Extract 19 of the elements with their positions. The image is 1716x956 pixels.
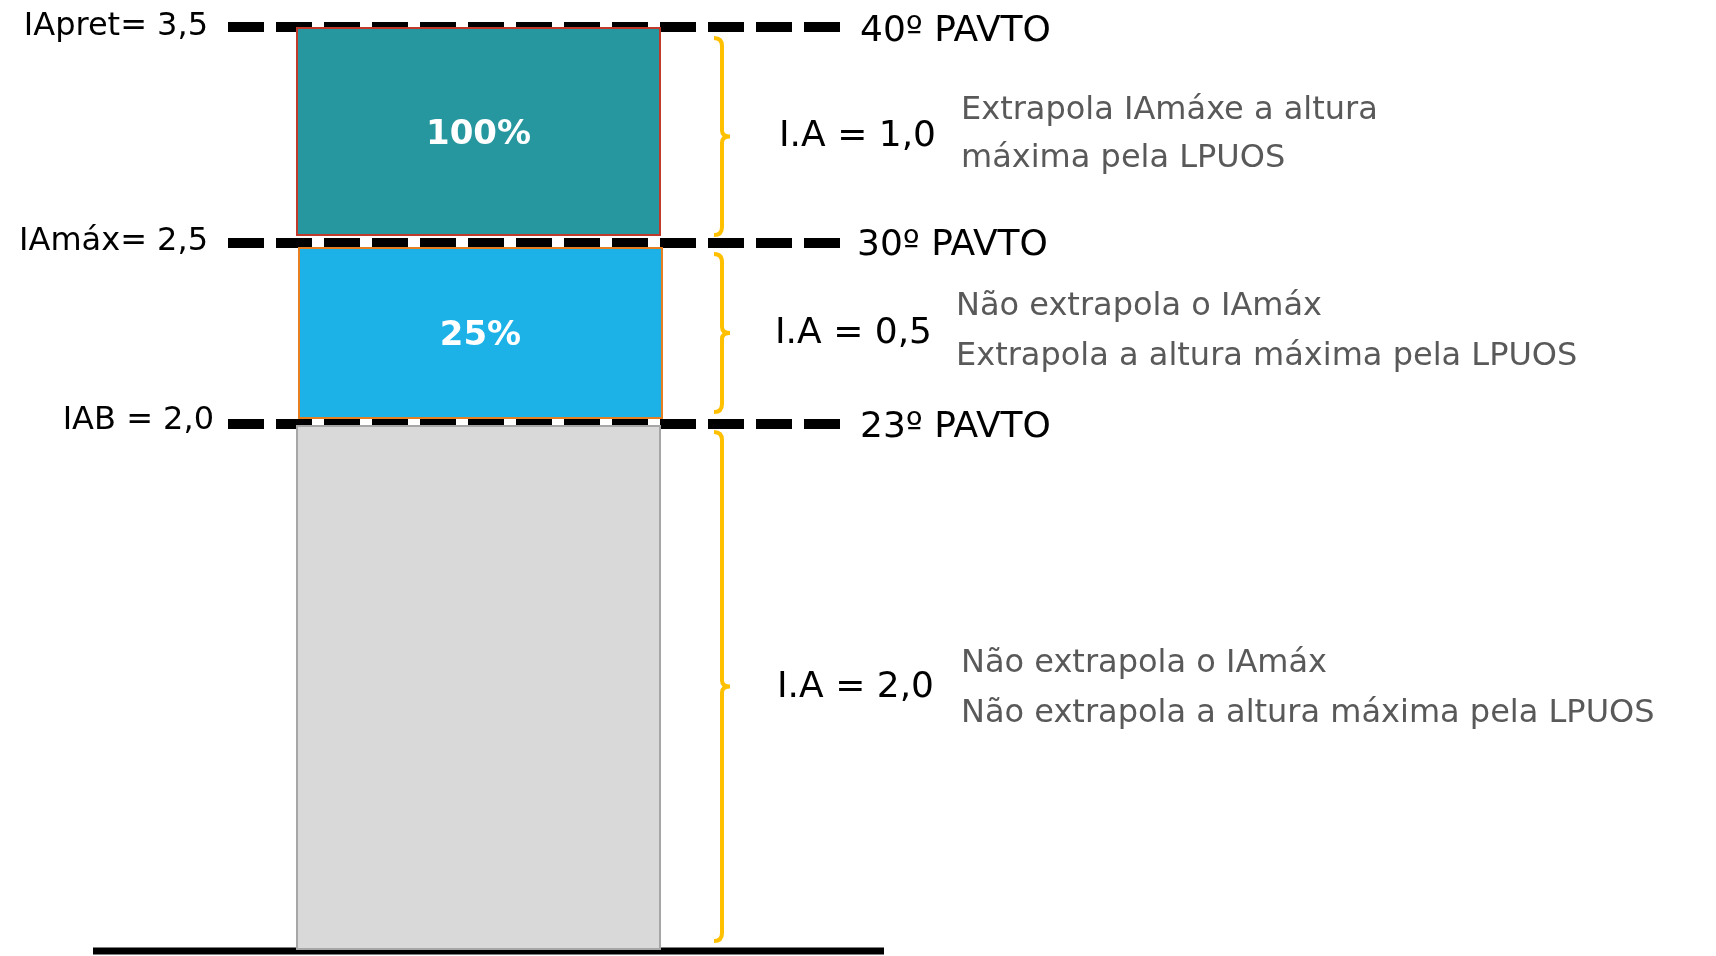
level-index-label: IAmáx= 2,5: [19, 219, 208, 258]
index-value-label: I.A = 0,5: [775, 310, 932, 352]
percentage-label: 100%: [425, 111, 531, 152]
index-value-label: I.A = 1,0: [779, 113, 936, 155]
floor-label: 23º PAVTO: [860, 404, 1051, 446]
floor-block: [298, 247, 663, 419]
index-value-label: I.A = 2,0: [777, 664, 934, 706]
level-index-label: IApret= 3,5: [23, 4, 208, 43]
description-text: Não extrapola o IAmáx: [956, 284, 1323, 323]
description-text: Extrapola a altura máxima pela LPUOS: [956, 334, 1578, 373]
floor-block: [296, 425, 661, 950]
level-index-label: IAB = 2,0: [62, 398, 214, 437]
percentage-label: 25%: [439, 313, 522, 353]
floor-label: 30º PAVTO: [857, 222, 1048, 264]
description-text: Não extrapola o IAmáx: [961, 641, 1328, 680]
floor-label: 40º PAVTO: [860, 8, 1051, 50]
description-text: Não extrapola a altura máxima pela LPUOS: [961, 691, 1655, 730]
floor-block: [296, 27, 661, 236]
description-text: Extrapola IAmáxe a altura máxima pela LPUOS: [961, 88, 1379, 177]
